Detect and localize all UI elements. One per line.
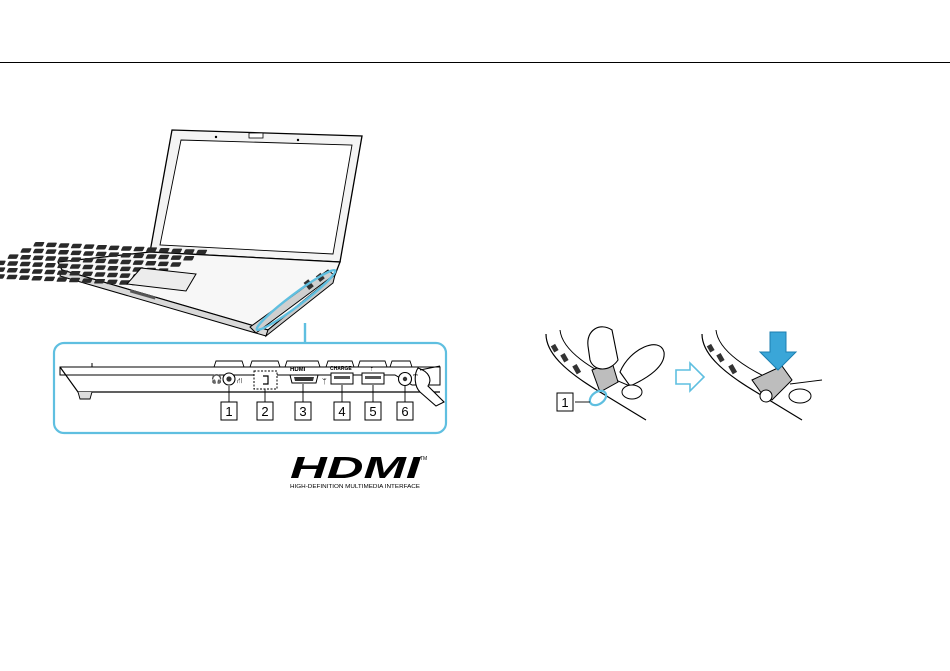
keyboard-key bbox=[83, 244, 95, 249]
keyboard-key bbox=[20, 255, 32, 260]
keyboard-key bbox=[96, 245, 108, 250]
keyboard-key bbox=[32, 256, 44, 261]
outline-arrow-right-icon bbox=[676, 363, 704, 391]
keyboard-key bbox=[19, 275, 31, 280]
lan-icon: ⛙ bbox=[237, 376, 243, 385]
callout-number: 5 bbox=[369, 404, 376, 419]
laptop-lid bbox=[150, 130, 362, 262]
keyboard-key bbox=[19, 269, 31, 274]
keyboard-key bbox=[33, 242, 45, 247]
keyboard-key bbox=[58, 250, 70, 255]
callout-number: 4 bbox=[338, 404, 345, 419]
keyboard-key bbox=[44, 270, 56, 275]
keyboard-key bbox=[44, 277, 56, 282]
usb-icon: ᛘ bbox=[322, 377, 327, 386]
hdmi-wordmark: HDMI bbox=[290, 450, 422, 485]
callout-number: 1 bbox=[561, 395, 568, 410]
callout-1: 1 bbox=[221, 402, 237, 420]
keyboard-key bbox=[58, 243, 70, 248]
trademark-mark: TM bbox=[420, 456, 427, 462]
keyboard-key bbox=[70, 251, 82, 256]
callout-number: 2 bbox=[261, 404, 268, 419]
callout-number: 1 bbox=[225, 404, 232, 419]
cover-step-1: 1 bbox=[530, 327, 664, 420]
keyboard-key bbox=[7, 254, 19, 259]
keyboard-key bbox=[31, 276, 43, 281]
keyboard-key bbox=[133, 247, 145, 252]
callout-3: 3 bbox=[295, 402, 311, 420]
usb-icon: ᛘ bbox=[370, 366, 374, 373]
keyboard-key bbox=[45, 249, 57, 254]
keyboard-key bbox=[32, 262, 44, 267]
callout-number: 6 bbox=[401, 404, 408, 419]
port-lan bbox=[254, 371, 277, 389]
keyboard-key bbox=[44, 263, 56, 268]
keyboard-key bbox=[6, 275, 18, 280]
keyboard-key bbox=[7, 261, 19, 266]
keyboard-key bbox=[0, 267, 6, 272]
keyboard-key bbox=[108, 246, 120, 251]
port-detail-box bbox=[54, 343, 446, 433]
callout-5: 5 bbox=[365, 402, 381, 420]
hdmi-logo: HDMI TM HIGH-DEFINITION MULTIMEDIA INTER… bbox=[290, 450, 427, 490]
callout-6: 6 bbox=[397, 402, 413, 420]
hdmi-port-label: HDMI bbox=[290, 367, 306, 373]
keyboard-key bbox=[0, 274, 5, 279]
keyboard-key bbox=[56, 277, 68, 282]
keyboard-key bbox=[19, 262, 31, 267]
keyboard-key bbox=[20, 248, 32, 253]
headphone-icon: 🎧 bbox=[211, 373, 222, 384]
keyboard-key bbox=[95, 252, 107, 256]
hdmi-tagline: HIGH-DEFINITION MULTIMEDIA INTERFACE bbox=[290, 484, 421, 490]
dc-in-icon: ⎓ bbox=[413, 373, 418, 379]
callout-4: 4 bbox=[334, 402, 350, 420]
keyboard-key bbox=[83, 251, 95, 256]
keyboard-key bbox=[121, 246, 133, 251]
callout-number: 3 bbox=[299, 404, 306, 419]
keyboard-key bbox=[7, 268, 19, 273]
webcam-icon bbox=[249, 133, 263, 138]
keyboard-key bbox=[46, 243, 58, 248]
keyboard-key bbox=[0, 261, 6, 266]
keyboard-key bbox=[32, 269, 44, 274]
keyboard-key bbox=[71, 244, 83, 249]
keyboard-key bbox=[33, 249, 45, 254]
charge-port-label: CHARGE bbox=[330, 366, 352, 372]
arrow-down-icon bbox=[760, 332, 796, 370]
callout-2: 2 bbox=[257, 402, 273, 420]
keyboard-key bbox=[45, 256, 57, 261]
cover-step-2 bbox=[702, 330, 822, 420]
